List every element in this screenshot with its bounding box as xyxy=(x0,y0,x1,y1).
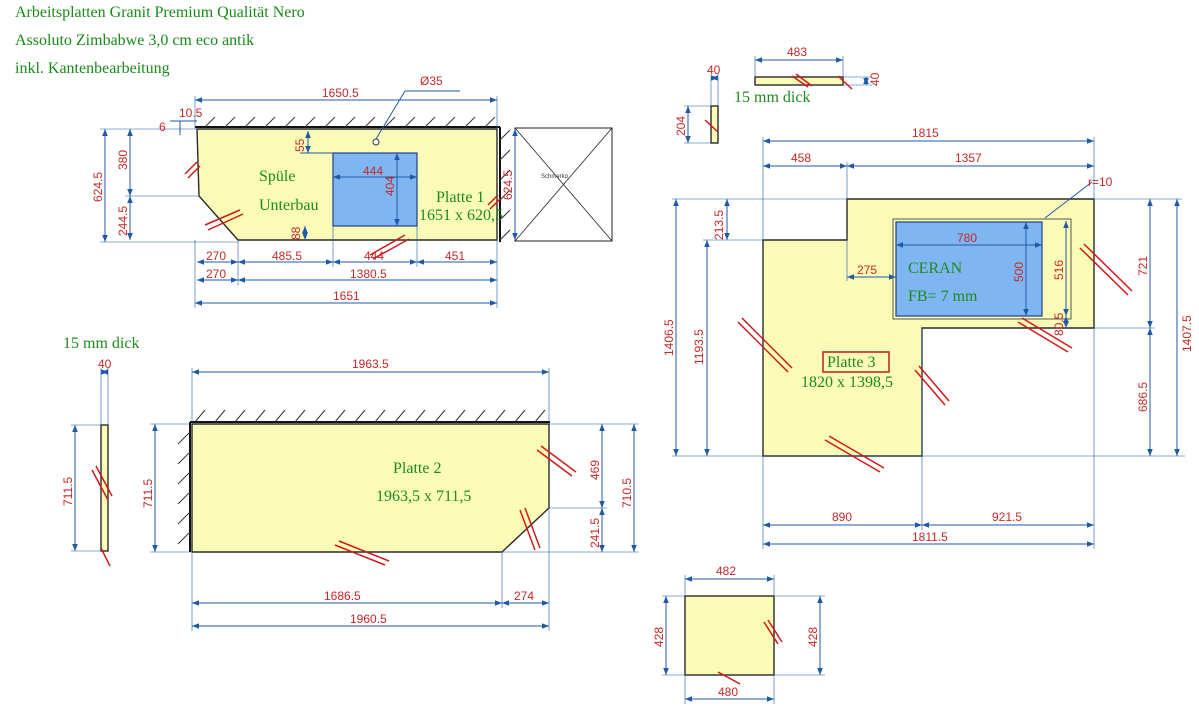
dim-r10: r=10 xyxy=(1088,175,1113,189)
dim-213-5: 213.5 xyxy=(712,210,726,240)
platte-2-label: Platte 2 xyxy=(393,460,441,477)
platte-1: Schmerko xyxy=(91,74,613,308)
dim-274: 274 xyxy=(514,589,534,603)
platte-3-label-box xyxy=(822,351,890,373)
dim-458: 458 xyxy=(791,151,811,165)
dim-10-5: 10.5 xyxy=(179,106,203,120)
dim-88: 88 xyxy=(289,226,303,240)
dim-b890: 890 xyxy=(832,510,852,524)
wall-hatch xyxy=(195,116,511,242)
dim-480: 480 xyxy=(718,685,738,699)
dim-1407-5: 1407.5 xyxy=(1180,315,1194,352)
dim-b270a: 270 xyxy=(206,249,226,263)
square-piece: 482 428 428 480 xyxy=(652,564,825,704)
platte-2-size: 1963,5 x 711,5 xyxy=(376,488,471,505)
appliance-label: Schmerko xyxy=(541,174,569,180)
dim-482: 482 xyxy=(716,564,736,578)
dim-b1811-5: 1811.5 xyxy=(912,530,948,544)
dim-483: 483 xyxy=(787,45,807,59)
header-line-2: Assoluto Zimbabwe 3,0 cm eco antik xyxy=(15,32,255,49)
dim-b1380-5: 1380.5 xyxy=(350,267,387,281)
ceran-cutout xyxy=(895,221,1043,317)
dim-428-right: 428 xyxy=(806,627,820,647)
strip-small-piece xyxy=(710,105,719,144)
dim-780: 780 xyxy=(957,231,977,245)
dim-380: 380 xyxy=(116,150,130,170)
dim-1960-5: 1960.5 xyxy=(350,612,387,626)
dim-428-left: 428 xyxy=(652,627,666,647)
ceran-fb-label: FB= 7 mm xyxy=(908,288,978,305)
dim-1357: 1357 xyxy=(955,151,982,165)
dim-444-inner: 444 xyxy=(363,164,383,178)
strip-note-left: 15 mm dick xyxy=(63,335,139,352)
dim-711-5-strip: 711.5 xyxy=(61,477,75,506)
dim-624-5-left: 624.5 xyxy=(91,172,105,202)
platte-3: 1815 458 1357 r=10 213.5 1406.5 1193.5 2… xyxy=(662,126,1194,549)
dim-40-left: 40 xyxy=(98,357,112,371)
dim-80-5: 80.5 xyxy=(1052,312,1066,336)
dim-55: 55 xyxy=(293,138,307,152)
dim-710-5: 710.5 xyxy=(620,478,634,508)
dim-b921-5: 921.5 xyxy=(992,510,1022,524)
header-line-1: Arbeitsplatten Granit Premium Qualität N… xyxy=(15,4,305,21)
dim-b485-5: 485.5 xyxy=(272,249,302,263)
strip-left: 15 mm dick 40 711.5 xyxy=(61,335,139,567)
dim-469: 469 xyxy=(588,460,602,480)
platte-3-size: 1820 x 1398,5 xyxy=(801,374,893,391)
strip-note-top: 15 mm dick xyxy=(734,89,810,106)
platte-1-label: Platte 1 xyxy=(436,189,484,206)
dim-624-5-right: 624.5 xyxy=(501,170,515,200)
platte-3-label: Platte 3 xyxy=(827,354,875,371)
dim-1815: 1815 xyxy=(912,126,939,140)
dim-404: 404 xyxy=(383,176,397,196)
dim-b444: 444 xyxy=(364,249,384,263)
dim-40-small: 40 xyxy=(707,63,721,77)
platte-1-size: 1651 x 620,5 xyxy=(419,207,503,224)
dim-b451: 451 xyxy=(445,249,465,263)
dim-204: 204 xyxy=(674,116,688,136)
dim-241-5: 241.5 xyxy=(588,518,602,548)
strip-small: 40 204 xyxy=(674,63,721,144)
dim-b1651: 1651 xyxy=(333,289,360,303)
platte-2: 1963.5 711.5 469 241.5 710.5 1686.5 274 … xyxy=(141,357,639,631)
dim-b270b: 270 xyxy=(206,267,226,281)
dim-275: 275 xyxy=(857,263,877,277)
dim-1686-5: 1686.5 xyxy=(324,589,361,603)
dim-244-5: 244.5 xyxy=(116,206,130,236)
ceran-label: CERAN xyxy=(908,260,963,277)
tap-hole xyxy=(372,138,380,146)
square-piece-slab xyxy=(684,595,775,676)
dim-1193-5: 1193.5 xyxy=(692,329,706,365)
dim-40-right: 40 xyxy=(868,72,882,86)
dim-1650-5: 1650.5 xyxy=(322,86,359,100)
dim-1406-5: 1406.5 xyxy=(662,319,676,356)
dim-6: 6 xyxy=(159,120,166,134)
dim-711-5: 711.5 xyxy=(141,479,155,508)
sink-cutout xyxy=(332,152,418,227)
strip-top: 483 40 15 mm dick xyxy=(734,45,882,106)
dim-686-5: 686.5 xyxy=(1136,382,1150,412)
platte-2-slab xyxy=(191,423,550,553)
dim-721: 721 xyxy=(1136,256,1150,276)
sink-label-1: Spüle xyxy=(259,168,295,185)
dim-hole-35: Ø35 xyxy=(420,74,443,88)
dim-516: 516 xyxy=(1052,260,1066,280)
dim-1963-5: 1963.5 xyxy=(352,357,389,371)
sink-label-2: Unterbau xyxy=(259,197,319,214)
appliance-box: Schmerko xyxy=(514,127,613,242)
header-line-3: inkl. Kantenbearbeitung xyxy=(15,60,170,77)
dim-500: 500 xyxy=(1012,262,1026,282)
